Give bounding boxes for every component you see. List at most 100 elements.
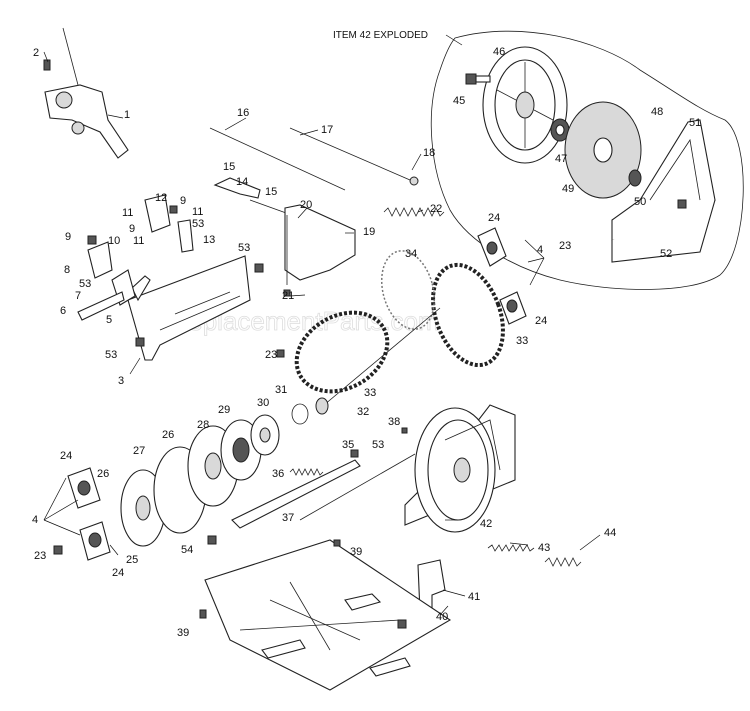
part-label-24a: 24: [488, 212, 500, 224]
part-label-25: 25: [126, 554, 138, 566]
part-label-20: 20: [300, 199, 312, 211]
part-label-33a: 33: [516, 335, 528, 347]
part-label-9c: 9: [65, 231, 71, 243]
bearing: [550, 118, 570, 142]
part-label-15a: 15: [223, 161, 235, 173]
small-brackets: [77, 194, 264, 321]
part-label-11b: 11: [192, 206, 203, 218]
bottom-pan: [204, 539, 452, 691]
drive-shaft: [315, 307, 441, 415]
part-label-13: 13: [203, 234, 215, 246]
part-label-22: 22: [430, 203, 442, 215]
part-label-7: 7: [75, 290, 81, 302]
inset-caption: ITEM 42 EXPLODED: [333, 30, 428, 41]
pulley-stack: [120, 403, 309, 547]
inset-outline: [430, 30, 744, 290]
part-label-11c: 11: [133, 235, 144, 247]
part-label-2: 2: [33, 47, 39, 59]
part-label-39a: 39: [350, 546, 362, 558]
part-label-27: 27: [133, 445, 145, 457]
part-label-51: 51: [689, 117, 701, 129]
part-label-54: 54: [181, 544, 193, 556]
part-label-26a: 26: [162, 429, 174, 441]
part-label-12: 12: [155, 192, 167, 204]
spacer: [628, 169, 642, 187]
part-label-21: 21: [282, 290, 294, 302]
part-label-44: 44: [604, 527, 616, 539]
part-label-18: 18: [423, 147, 435, 159]
part-label-38: 38: [388, 416, 400, 428]
part-label-17: 17: [321, 124, 333, 136]
long-rod: [299, 453, 416, 521]
pulley-half: [482, 46, 568, 164]
part-label-15b: 15: [265, 186, 277, 198]
part-label-53b: 53: [238, 242, 250, 254]
part-label-24b: 24: [535, 315, 547, 327]
part-label-53e: 53: [372, 439, 384, 451]
part-label-11a: 11: [122, 207, 133, 219]
part-label-4a: 4: [537, 244, 543, 256]
part-label-37: 37: [282, 512, 294, 524]
pulley-plate: [564, 101, 642, 199]
part-label-1: 1: [124, 109, 130, 121]
bracket: [611, 119, 716, 263]
drive-chain-upper: [431, 262, 505, 368]
spring: [383, 207, 445, 217]
part-label-10: 10: [108, 235, 120, 247]
part-label-6: 6: [60, 305, 66, 317]
rods: [209, 127, 419, 285]
hardware: [53, 289, 408, 619]
part-label-23b: 23: [265, 349, 277, 361]
part-label-49: 49: [562, 183, 574, 195]
part-label-33b: 33: [364, 387, 376, 399]
part-label-35: 35: [342, 439, 354, 451]
spring: [289, 468, 324, 476]
part-label-41: 41: [468, 591, 480, 603]
part-label-24c: 24: [60, 450, 72, 462]
part-label-9b: 9: [129, 223, 135, 235]
part-label-53c: 53: [79, 278, 91, 290]
part-label-3: 3: [118, 375, 124, 387]
part-label-43: 43: [538, 542, 550, 554]
part-label-40: 40: [436, 611, 448, 623]
part-label-48: 48: [651, 106, 663, 118]
part-label-46: 46: [493, 46, 505, 58]
part-labels: 2 1 16 17 18 15 14 15 20 22 19 12 9 11 1…: [32, 46, 701, 639]
part-label-14: 14: [236, 176, 248, 188]
part-label-39b: 39: [177, 627, 189, 639]
part-label-4b: 4: [32, 514, 38, 526]
part-label-29: 29: [218, 404, 230, 416]
part-label-45: 45: [453, 95, 465, 107]
exploded-inset: ITEM 42 EXPLODED: [333, 30, 744, 290]
part-label-31: 31: [275, 384, 287, 396]
side-plate: [127, 255, 251, 361]
part-label-28: 28: [197, 419, 209, 431]
part-label-9a: 9: [180, 195, 186, 207]
part-label-5: 5: [106, 314, 112, 326]
lever-assembly: [43, 27, 129, 159]
spring: [487, 544, 535, 552]
part-label-23c: 23: [34, 550, 46, 562]
bearing-flange-right: [477, 227, 527, 325]
part-label-16: 16: [237, 107, 249, 119]
part-label-34: 34: [405, 248, 417, 260]
leader-lines: [43, 51, 601, 616]
nut: [677, 199, 687, 209]
part-label-53a: 53: [192, 218, 204, 230]
part-label-42: 42: [480, 518, 492, 530]
part-label-24d: 24: [112, 567, 124, 579]
part-label-26b: 26: [97, 468, 109, 480]
pulley-assembly: [404, 404, 516, 533]
drive-chain-lower: [294, 310, 390, 394]
part-label-8: 8: [64, 264, 70, 276]
part-label-52: 52: [660, 248, 672, 260]
part-label-53d: 53: [105, 349, 117, 361]
part-label-50: 50: [634, 196, 646, 208]
bolt: [465, 73, 491, 85]
part-label-19: 19: [363, 226, 375, 238]
bearing-flange-left: [67, 467, 111, 561]
spring: [544, 557, 582, 567]
part-label-30: 30: [257, 397, 269, 409]
part-label-32: 32: [357, 406, 369, 418]
